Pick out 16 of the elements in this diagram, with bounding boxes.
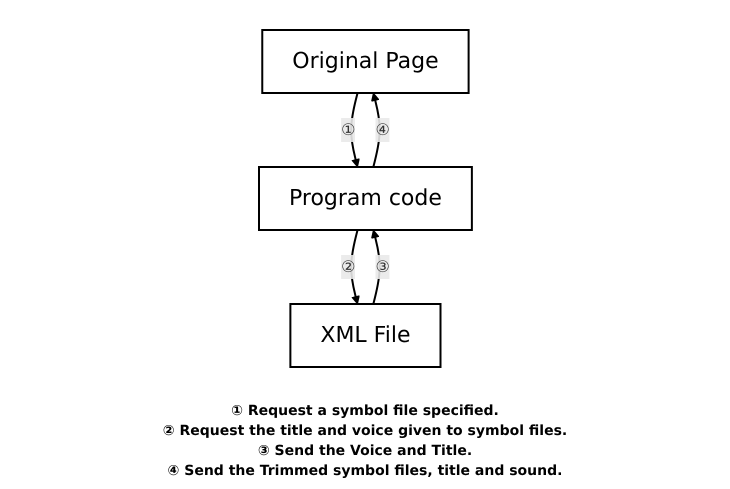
flow-diagram: ① ④ ② ③ Original Page Program code XML File xyxy=(250,0,480,397)
note-text: ③ Send the Voice and Title. xyxy=(256,442,474,461)
node-box xyxy=(260,29,470,94)
edge-label: ④ xyxy=(375,120,390,139)
note-text: ① Request a symbol file specified. xyxy=(230,402,500,421)
node-box xyxy=(288,303,442,368)
arrow xyxy=(370,92,380,168)
arrow xyxy=(370,230,380,304)
arrow xyxy=(350,92,360,168)
edge-label: ③ xyxy=(375,257,390,276)
edge-label: ② xyxy=(340,257,355,276)
note-text: ② Request the title and voice given to symbol files. xyxy=(162,422,568,441)
edge-label: ① xyxy=(340,120,355,139)
node-box xyxy=(258,166,472,231)
note-text: ④ Send the Trimmed symbol files, title and sound. xyxy=(166,462,564,481)
arrow xyxy=(350,230,360,304)
